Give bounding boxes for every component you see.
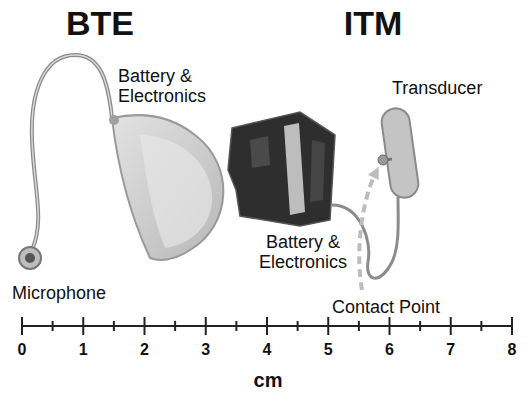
scale-number: 5 — [324, 341, 333, 359]
microphone — [19, 247, 41, 269]
part-label: Transducer — [392, 78, 482, 98]
scale-number: 3 — [201, 341, 210, 359]
scale-bar — [22, 317, 512, 335]
scale-number: 4 — [263, 341, 272, 359]
scale-number: 8 — [508, 341, 517, 359]
hook-tube-highlight — [32, 55, 112, 250]
bte-housing — [112, 115, 223, 260]
hook-tube — [32, 55, 112, 250]
scale-number: 7 — [446, 341, 455, 359]
itm-housing — [228, 112, 335, 226]
scale-number: 0 — [18, 341, 27, 359]
part-label: Microphone — [12, 283, 106, 303]
itm-detail — [310, 140, 325, 202]
transducer-capsule — [380, 106, 420, 199]
part-label: Battery & Electronics — [247, 232, 359, 272]
pointer-arrow — [359, 172, 376, 290]
bte-highlight — [140, 135, 212, 248]
part-label: Battery & Electronics — [118, 66, 243, 106]
itm-detail — [250, 136, 270, 168]
scale-number: 2 — [140, 341, 149, 359]
contact-tip — [378, 155, 388, 165]
device-heading: BTE — [66, 4, 134, 42]
part-label: Contact Point — [332, 297, 440, 317]
scale-number: 1 — [79, 341, 88, 359]
itm-plate — [284, 123, 305, 215]
device-heading: ITM — [344, 4, 403, 42]
bte-knob — [109, 115, 119, 125]
unit-label: cm — [254, 369, 283, 391]
microphone-port — [25, 253, 35, 263]
scale-number: 6 — [385, 341, 394, 359]
